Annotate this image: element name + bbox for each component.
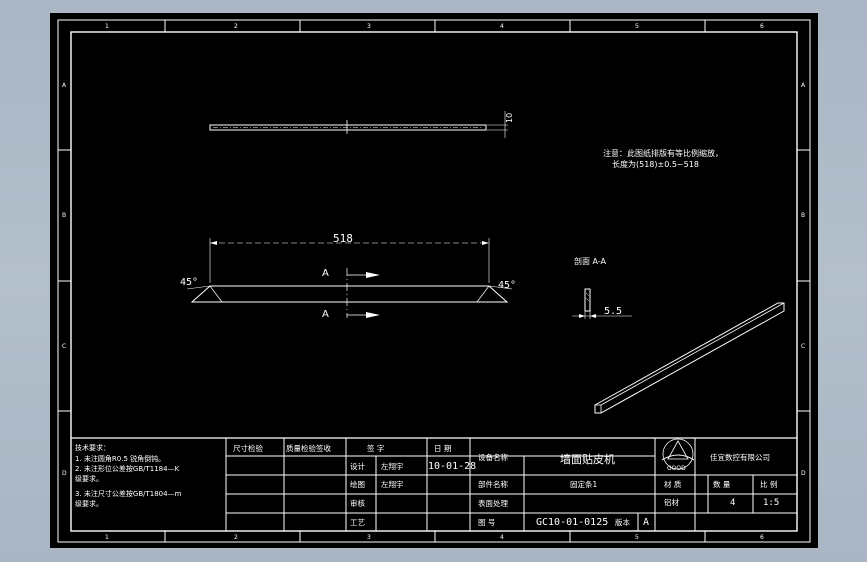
zone-row-d-left: D — [62, 470, 67, 477]
zone-row-b-left: B — [62, 212, 66, 219]
material-header: 材 质 — [664, 479, 682, 489]
section-label: 剖面 A-A — [574, 256, 607, 266]
version-label: 版本 — [615, 517, 630, 527]
process-label: 工艺 — [350, 518, 365, 527]
section-thickness-dimension: 5.5 — [604, 306, 622, 317]
date-value: 10-01-28 — [428, 461, 476, 472]
equip-name: 墙面贴皮机 — [560, 452, 615, 466]
part-name: 固定条1 — [570, 479, 597, 489]
zone-row-a-left: A — [62, 82, 67, 89]
zone-col-2-top: 2 — [234, 23, 238, 30]
top-view: 10 — [209, 111, 514, 138]
zone-col-3-top: 3 — [367, 23, 371, 30]
front-view: 518 45° 45° A A — [180, 232, 516, 320]
zone-row-d-right: D — [801, 470, 806, 477]
quality-check-label: 质量检验签收 — [286, 443, 331, 453]
tech-req-item-4: 3. 未注尺寸公差按GB/T1804—m — [75, 489, 182, 498]
zone-row-c-left: C — [62, 343, 66, 350]
company-logo: GOOD — [661, 438, 695, 472]
tech-req-item-1: 1. 未注圆角R0.5 锐角倒钝。 — [75, 454, 165, 463]
section-mark-bottom: A — [322, 309, 329, 320]
qty-header: 数 量 — [713, 479, 731, 489]
title-block — [71, 437, 797, 531]
note-line-2: 长度为(518)±0.5~518 — [612, 159, 699, 169]
design-label: 设计 — [350, 461, 365, 471]
drawing-no: GC10-01-0125 — [536, 517, 608, 528]
top-view-width-dimension: 10 — [505, 113, 514, 123]
sheet-border — [57, 19, 811, 543]
length-dimension: 518 — [333, 232, 353, 245]
zone-col-5-top: 5 — [635, 23, 639, 30]
zone-row-a-right: A — [801, 82, 806, 89]
drawing-note: 注意：此图纸排版有等比例缩放， 长度为(518)±0.5~518 — [603, 148, 723, 169]
section-mark-top: A — [322, 268, 329, 279]
zone-col-1-top: 1 — [105, 23, 109, 30]
zone-col-3-bottom: 3 — [367, 534, 371, 541]
tech-req-title: 技术要求： — [75, 443, 110, 452]
surface-label: 表面处理 — [478, 498, 508, 508]
section-view: 剖面 A-A 5.5 — [572, 256, 632, 319]
dim-check-label: 尺寸检验 — [233, 443, 263, 453]
scale-value: 1:5 — [763, 498, 779, 508]
isometric-view — [594, 302, 785, 414]
zone-col-4-bottom: 4 — [500, 534, 504, 541]
tech-req-item-2: 2. 未注形位公差按GB/T1184—K — [75, 464, 180, 473]
design-name: 左翔宇 — [381, 461, 404, 471]
drawing-sheet: 1 2 3 4 5 6 1 2 3 4 5 6 A B C D A B C D … — [50, 13, 818, 548]
equip-name-label: 设备名称 — [478, 452, 508, 462]
zone-col-6-bottom: 6 — [760, 534, 764, 541]
technical-requirements: 技术要求： 1. 未注圆角R0.5 锐角倒钝。 2. 未注形位公差按GB/T11… — [75, 443, 182, 508]
title-block-text: 尺寸检验 质量检验签收 签 字 日 期 设计 左翔宇 10-01-28 绘图 左… — [233, 438, 779, 528]
zone-col-6-top: 6 — [760, 23, 764, 30]
tech-req-item-3: 级要求。 — [75, 474, 103, 483]
drawing-no-label: 图 号 — [478, 518, 495, 527]
zone-labels: 1 2 3 4 5 6 1 2 3 4 5 6 A B C D A B C D — [62, 23, 806, 541]
version: A — [643, 517, 649, 528]
zone-col-2-bottom: 2 — [234, 534, 238, 541]
review-label: 审核 — [350, 498, 365, 508]
scale-header: 比 例 — [760, 479, 777, 489]
note-line-1: 注意：此图纸排版有等比例缩放， — [603, 148, 723, 158]
material-value: 铝材 — [664, 497, 679, 507]
zone-row-b-right: B — [801, 212, 805, 219]
draw-name: 左翔宇 — [381, 479, 404, 489]
logo-text: GOOD — [667, 465, 686, 472]
zone-col-1-bottom: 1 — [105, 534, 109, 541]
zone-col-5-bottom: 5 — [635, 534, 639, 541]
angle-left: 45° — [180, 277, 198, 288]
zone-col-4-top: 4 — [500, 23, 504, 30]
tech-req-item-5: 级要求。 — [75, 499, 103, 508]
cad-drawing-canvas: 1 2 3 4 5 6 1 2 3 4 5 6 A B C D A B C D … — [57, 19, 811, 543]
sign-header: 签 字 — [367, 443, 384, 453]
zone-row-c-right: C — [801, 343, 805, 350]
qty-value: 4 — [730, 498, 735, 508]
date-header: 日 期 — [434, 444, 451, 453]
part-name-label: 部件名称 — [478, 479, 508, 489]
draw-label: 绘图 — [350, 479, 365, 489]
angle-right: 45° — [498, 280, 516, 291]
company-name: 佳宜数控有限公司 — [710, 452, 770, 462]
